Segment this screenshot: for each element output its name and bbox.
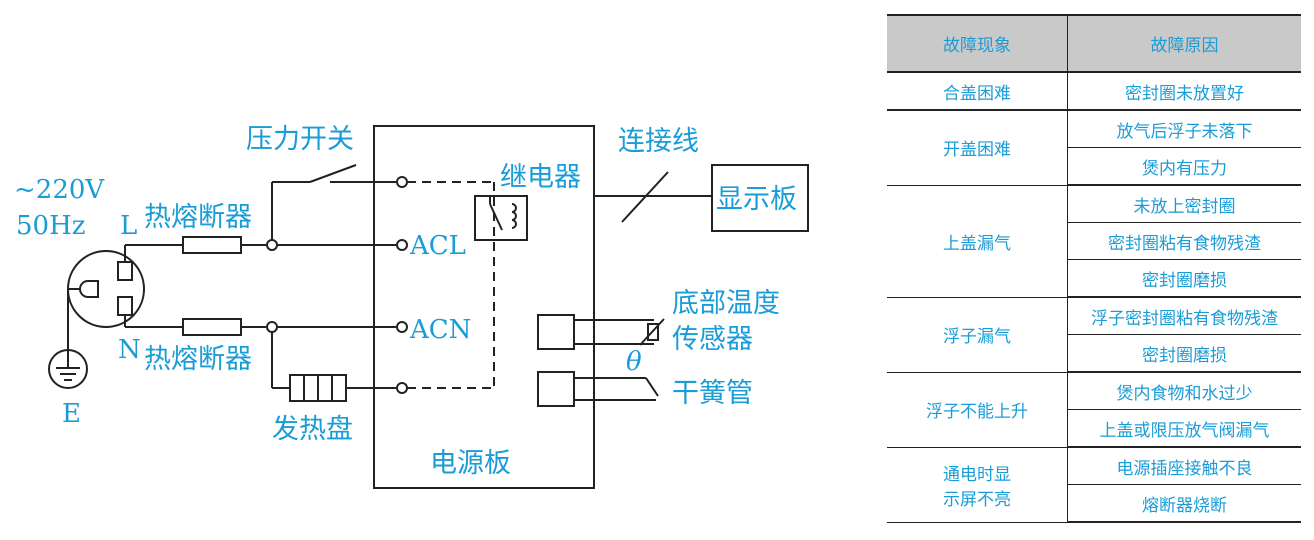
supply-voltage-label: ~220V (14, 175, 105, 205)
relay-label: 继电器 (500, 162, 581, 193)
fuse-bottom-label: 热熔断器 (144, 344, 252, 375)
cause-cell: 放气后浮子未落下 (1067, 110, 1301, 148)
table-row: 浮子不能上升 煲内食物和水过少 (887, 372, 1301, 448)
phenomenon-cell: 上盖漏气 (887, 185, 1068, 298)
cause-cell: 电源插座接触不良 (1067, 447, 1301, 485)
cause-cell: 密封圈粘有食物残渣 (1067, 222, 1301, 260)
cause-cell: 煲内有压力 (1067, 147, 1301, 186)
neutral-label: N (118, 335, 141, 365)
cause-cell: 未放上密封圈 (1067, 185, 1301, 223)
table-row: 合盖困难 密封圈未放置好 (887, 72, 1301, 111)
table-row: 通电时显 示屏不亮 电源插座接触不良 (887, 447, 1301, 523)
phenomenon-line: 示屏不亮 (943, 489, 1011, 510)
display-board-label: 显示板 (716, 184, 797, 215)
fuse-bottom-icon (182, 318, 242, 336)
display-board-box (711, 164, 809, 232)
table-row: 上盖或限压放气阀漏气 (887, 409, 1301, 448)
pressure-switch-label: 压力开关 (246, 124, 354, 155)
table-row: 煲内有压力 (887, 147, 1301, 186)
earth-label: E (62, 399, 81, 429)
header-phenomenon: 故障现象 (887, 14, 1068, 73)
cause-cell: 熔断器烧断 (1067, 484, 1301, 523)
table-header-row: 故障现象 故障原因 (887, 14, 1301, 73)
ground-icon (48, 349, 88, 389)
phenomenon-cell: 浮子漏气 (887, 297, 1068, 373)
connection-wire-label: 连接线 (618, 126, 699, 157)
cause-cell: 密封圈磨损 (1067, 334, 1301, 373)
cause-cell: 浮子密封圈粘有食物残渣 (1067, 297, 1301, 335)
phenomenon-cell: 合盖困难 (887, 72, 1068, 111)
pressure-switch-icon (309, 164, 357, 183)
phenomenon-line: 通电时显 (943, 464, 1011, 485)
supply-frequency-label: 50Hz (16, 211, 85, 241)
phenomenon-cell: 浮子不能上升 (887, 372, 1068, 448)
table-row: 密封圈磨损 (887, 334, 1301, 373)
acn-label: ACN (409, 315, 471, 345)
fuse-top-label: 热熔断器 (144, 202, 252, 233)
cause-cell: 上盖或限压放气阀漏气 (1067, 409, 1301, 448)
header-cause: 故障原因 (1067, 14, 1301, 73)
reed-switch-label: 干簧管 (672, 378, 753, 409)
live-label: L (120, 211, 137, 241)
cause-cell: 密封圈磨损 (1067, 259, 1301, 298)
acl-label: ACL (409, 231, 466, 261)
reed-switch-icon (645, 377, 659, 397)
phenomenon-cell: 通电时显 示屏不亮 (887, 447, 1068, 523)
phenomenon-cell: 开盖困难 (887, 110, 1068, 186)
table-row: 密封圈粘有食物残渣 (887, 222, 1301, 260)
temp-sensor-label-line1: 底部温度 (672, 288, 780, 319)
table-row: 上盖漏气 未放上密封圈 (887, 185, 1301, 298)
table-row: 开盖困难 放气后浮子未落下 (887, 110, 1301, 186)
temp-sensor-label-line2: 传感器 (672, 324, 753, 355)
fault-table: 故障现象 故障原因 合盖困难 密封圈未放置好 开盖困难 放气后浮子未落下 煲内有… (887, 14, 1301, 523)
theta-label: θ (626, 347, 642, 377)
cause-cell: 煲内食物和水过少 (1067, 372, 1301, 410)
temperature-sensor-icon (639, 318, 665, 346)
heating-plate-label: 发热盘 (272, 414, 353, 445)
table-row: 浮子漏气 浮子密封圈粘有食物残渣 (887, 297, 1301, 373)
power-board-label: 电源板 (430, 448, 511, 479)
heating-plate-icon (289, 374, 347, 402)
cause-cell: 密封圈未放置好 (1067, 72, 1301, 111)
relay-icon (474, 195, 528, 241)
power-board-box (373, 125, 595, 489)
circuit-diagram: 电源板 ~220V 50Hz L N E 热熔断器 压力开关 ACL (14, 124, 809, 489)
fuse-top-icon (182, 236, 242, 254)
table-row: 密封圈磨损 (887, 259, 1301, 298)
table-row: 熔断器烧断 (887, 484, 1301, 523)
